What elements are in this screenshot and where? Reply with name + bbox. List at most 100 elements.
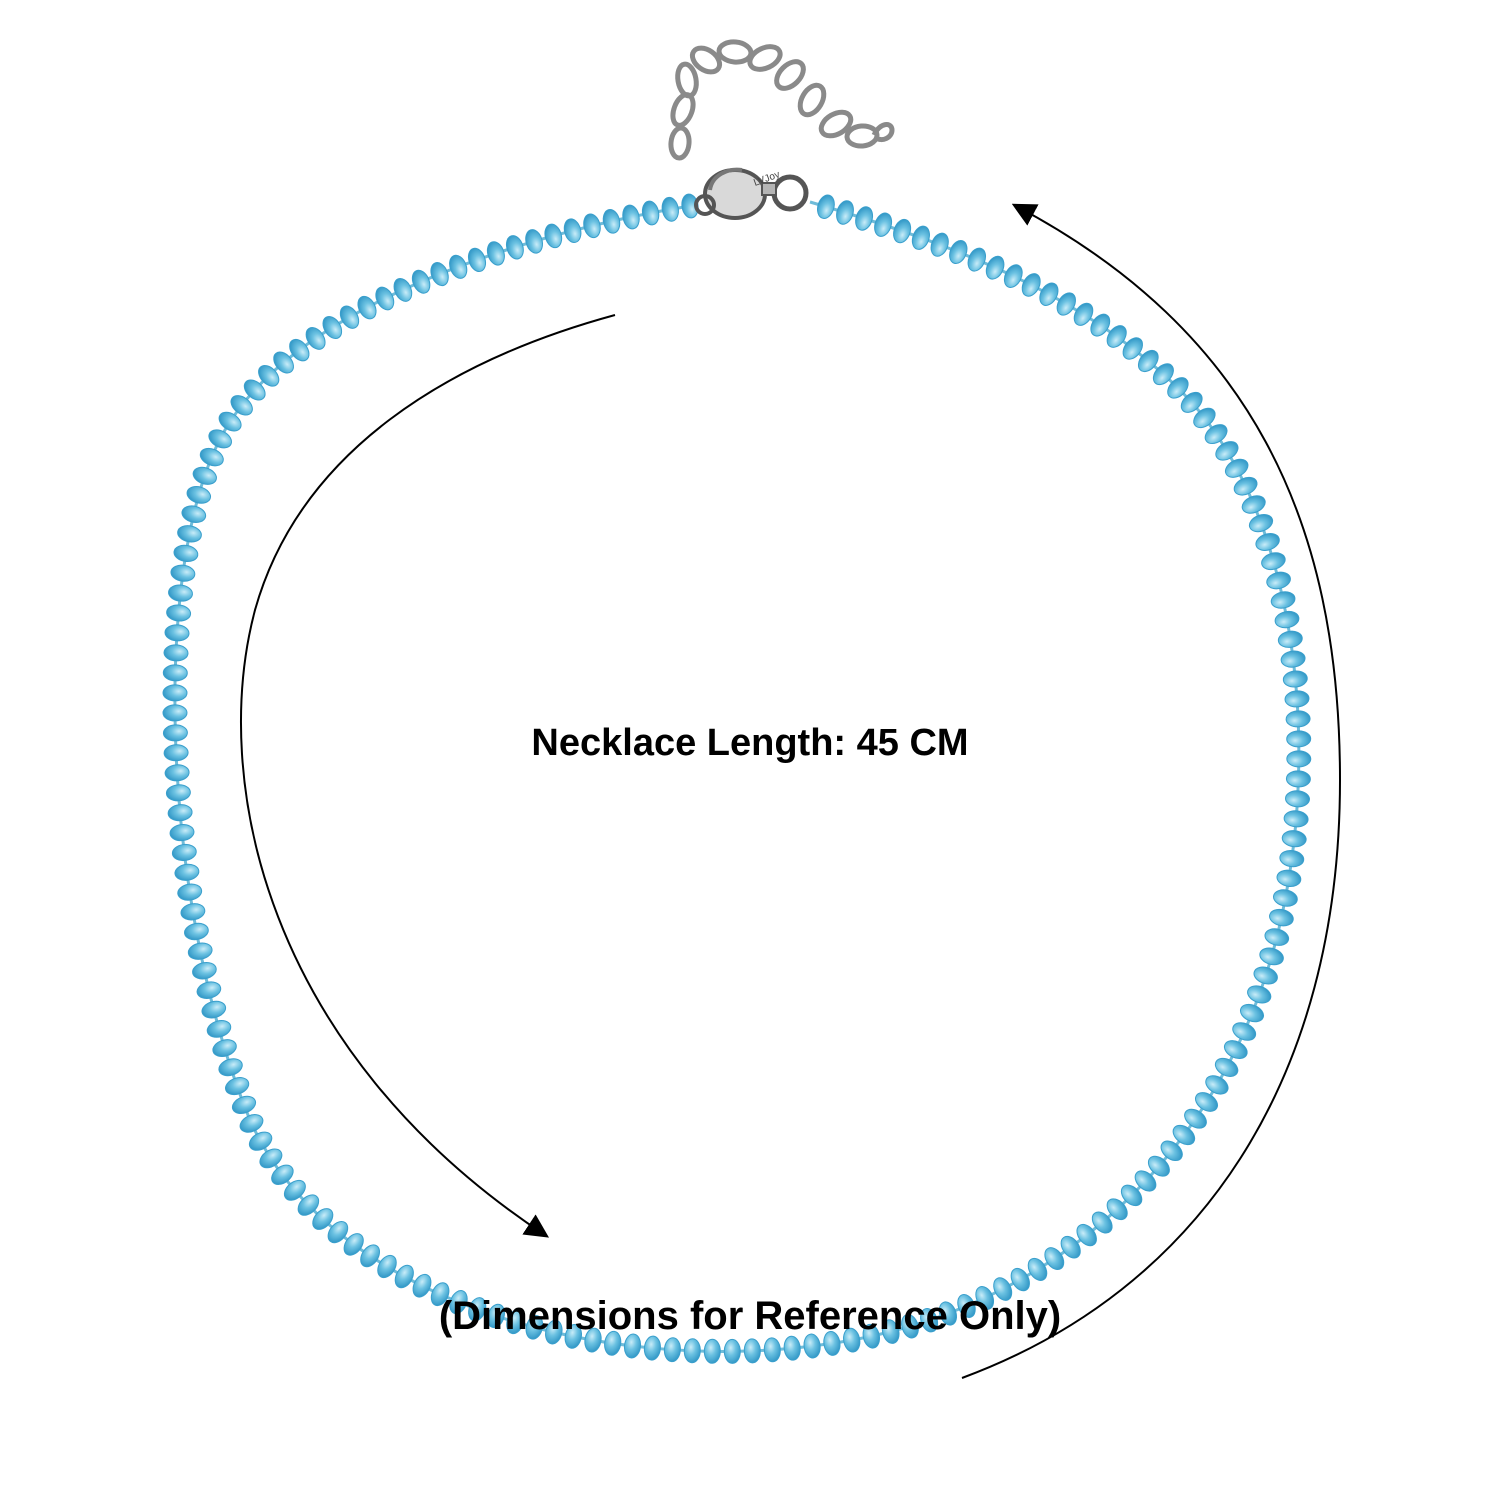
bead bbox=[339, 305, 360, 329]
bead bbox=[271, 1164, 294, 1185]
bead bbox=[1248, 514, 1274, 533]
bead bbox=[1239, 1003, 1265, 1023]
bead bbox=[823, 1330, 841, 1356]
bead bbox=[763, 1337, 781, 1363]
bead bbox=[273, 351, 294, 374]
bead bbox=[1284, 690, 1310, 708]
bead bbox=[623, 1333, 642, 1359]
bead bbox=[1152, 363, 1174, 386]
bead bbox=[1269, 908, 1294, 927]
bead bbox=[893, 218, 912, 244]
bead bbox=[1003, 264, 1023, 288]
bead bbox=[1285, 790, 1310, 808]
bead bbox=[430, 1282, 450, 1307]
bead bbox=[196, 981, 222, 999]
bead bbox=[449, 1290, 468, 1315]
bead bbox=[1253, 966, 1278, 985]
bead bbox=[1259, 947, 1284, 966]
bead bbox=[622, 204, 640, 230]
bead bbox=[168, 584, 193, 602]
bead bbox=[1280, 650, 1306, 668]
bead bbox=[1021, 273, 1041, 297]
bead bbox=[201, 1000, 227, 1019]
bead bbox=[975, 1286, 995, 1310]
bead bbox=[394, 1264, 414, 1289]
bead bbox=[683, 1338, 701, 1364]
bead bbox=[545, 1319, 563, 1345]
bead bbox=[199, 447, 224, 467]
bead bbox=[1180, 391, 1203, 413]
bead bbox=[993, 1277, 1013, 1301]
bead bbox=[259, 1148, 283, 1169]
bead bbox=[1106, 325, 1127, 348]
bead bbox=[1172, 1124, 1196, 1146]
bead bbox=[525, 1315, 544, 1340]
bead bbox=[1044, 1247, 1065, 1271]
bead bbox=[643, 1335, 661, 1361]
bead bbox=[1282, 670, 1308, 688]
bead bbox=[505, 235, 524, 260]
bead bbox=[1090, 313, 1111, 337]
bead bbox=[563, 218, 582, 243]
bead bbox=[1270, 591, 1296, 609]
bead bbox=[1122, 337, 1143, 360]
bead bbox=[544, 223, 563, 249]
bead bbox=[258, 365, 280, 387]
bead bbox=[430, 262, 449, 287]
bead bbox=[467, 247, 487, 273]
bead bbox=[305, 327, 326, 350]
bead bbox=[1286, 730, 1312, 748]
bead bbox=[1286, 750, 1312, 768]
bead bbox=[1281, 830, 1307, 848]
bead bbox=[208, 429, 232, 449]
bead bbox=[1073, 302, 1094, 326]
bead bbox=[1167, 377, 1189, 399]
bead bbox=[1039, 282, 1059, 306]
bead bbox=[1255, 533, 1280, 551]
bead bbox=[164, 624, 190, 642]
bead bbox=[1091, 1211, 1113, 1234]
bead bbox=[663, 1337, 681, 1363]
bead bbox=[1184, 1108, 1207, 1129]
bead bbox=[163, 644, 189, 662]
bead bbox=[212, 1039, 237, 1058]
bead bbox=[1010, 1267, 1030, 1292]
measurement-arrow-right bbox=[961, 203, 1342, 1379]
bead bbox=[1223, 1040, 1248, 1060]
bead bbox=[171, 843, 197, 862]
bead bbox=[1214, 1057, 1239, 1077]
bead bbox=[1076, 1223, 1097, 1247]
bead bbox=[949, 239, 968, 265]
bead bbox=[186, 486, 212, 504]
bead bbox=[181, 505, 207, 523]
bead bbox=[206, 1020, 232, 1038]
bead bbox=[170, 564, 196, 582]
bead bbox=[723, 1338, 741, 1364]
bead bbox=[218, 1058, 243, 1077]
bead bbox=[1277, 630, 1303, 648]
bead bbox=[1261, 552, 1286, 571]
bead bbox=[192, 466, 217, 485]
bead bbox=[322, 315, 343, 340]
bead bbox=[297, 1194, 320, 1216]
bead bbox=[584, 1327, 602, 1353]
bead bbox=[173, 544, 199, 563]
bead bbox=[184, 922, 209, 941]
bead bbox=[312, 1208, 334, 1230]
bead bbox=[164, 764, 190, 782]
bead bbox=[343, 1233, 364, 1256]
bead bbox=[602, 208, 621, 234]
bead bbox=[1147, 1155, 1170, 1177]
bead bbox=[218, 411, 242, 432]
bead bbox=[920, 1308, 939, 1333]
bead bbox=[248, 1131, 273, 1151]
bead bbox=[224, 1077, 250, 1096]
bead bbox=[661, 196, 679, 222]
bead bbox=[901, 1313, 919, 1339]
bead bbox=[239, 1114, 264, 1133]
bead bbox=[283, 1179, 306, 1201]
bead bbox=[1137, 349, 1159, 373]
bead bbox=[177, 525, 202, 543]
bead-strand bbox=[162, 193, 1312, 1364]
bead bbox=[1285, 710, 1311, 728]
